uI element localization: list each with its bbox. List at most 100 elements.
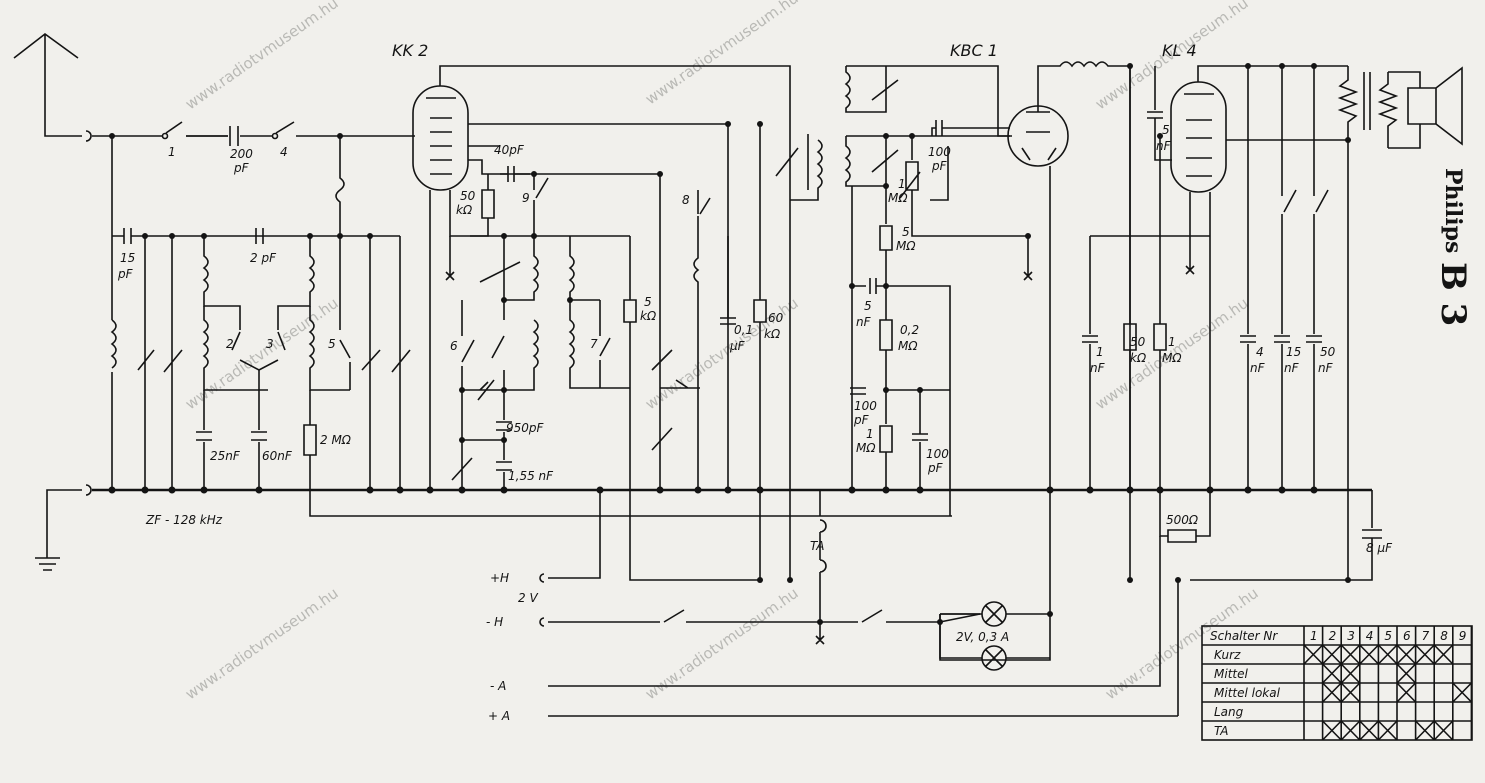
label-15nf: 15 (1286, 345, 1301, 359)
label-100pf-c-unit: pF (927, 461, 944, 475)
label-155nf: 1,55 nF (508, 469, 554, 483)
label-2pf: 2 pF (250, 251, 277, 265)
label-zf: ZF - 128 kHz (145, 513, 223, 527)
earth-symbol (35, 484, 92, 571)
label-5nf-b-unit: nF (1156, 139, 1172, 153)
table-column-header: 1 (1310, 629, 1318, 643)
table-column-header: 4 (1366, 629, 1374, 643)
label-2v: 2 V (518, 591, 538, 605)
table-column-header: 7 (1422, 629, 1430, 643)
label-200pf-unit: pF (233, 161, 250, 175)
pilot-lamps (939, 601, 1050, 671)
watermark: www.radiotvmuseum.hu (182, 0, 342, 113)
label-60k: 60 (768, 311, 784, 325)
table-row-label: TA (1214, 724, 1228, 738)
label-950pf: 950pF (506, 421, 545, 435)
table-cross-mark (1322, 644, 1342, 665)
label-50k-b-unit: kΩ (1130, 351, 1147, 365)
label-25nf: 25nF (210, 449, 241, 463)
kbc1-input-coils (844, 65, 1033, 516)
brand-title: Philips (1440, 168, 1466, 253)
label-100pf-b: 100 (854, 399, 877, 413)
switch-number-2: 2 (226, 337, 234, 351)
label-5nf-a-unit: nF (856, 315, 872, 329)
table-cross-mark (1433, 644, 1454, 665)
switch-number-3: 3 (266, 337, 274, 351)
label-50k-b: 50 (1130, 335, 1146, 349)
label-1mohm-b: 1 (866, 427, 874, 441)
label-ta: TA (810, 539, 824, 553)
label-100pf-c: 100 (926, 447, 949, 461)
table-cross-mark (1396, 663, 1417, 684)
table-cross-mark (1322, 720, 1342, 741)
mid-network (451, 124, 767, 583)
label-100pf-a-unit: pF (931, 159, 948, 173)
table-column-header: 6 (1403, 629, 1411, 643)
label-15pf: 15 (120, 251, 135, 265)
switch-number-6: 6 (450, 339, 458, 353)
tube-label-kbc1: KBC 1 (950, 41, 998, 60)
label-5nf-a: 5 (864, 299, 872, 313)
table-column-header: 5 (1384, 629, 1392, 643)
label-5k: 5 (644, 295, 652, 309)
label-4nf: 4 (1256, 345, 1264, 359)
table-cross-mark (1396, 682, 1417, 703)
capacitor-200pf (186, 126, 239, 146)
switch-1 (161, 121, 183, 140)
table-cross-mark (1377, 644, 1398, 665)
watermark: www.radiotvmuseum.hu (182, 584, 342, 703)
switch-number-9: 9 (522, 191, 530, 205)
terminal-minus-h: - H (486, 615, 503, 629)
table-cross-mark (1359, 720, 1379, 741)
label-8uf: 8 μF (1366, 541, 1393, 555)
label-1nf: 1 (1096, 345, 1104, 359)
table-cross-mark (1415, 644, 1435, 665)
table-column-header: 2 (1329, 629, 1337, 643)
antenna-symbol (13, 32, 92, 142)
table-cross-mark (1322, 663, 1342, 684)
component-labels: 200 pF 15 pF 2 pF 40pF 50 kΩ 25nF 60nF 2… (117, 123, 1393, 644)
table-cross-mark (1340, 682, 1361, 703)
model-title: B 3 (1433, 262, 1473, 326)
tube-label-kl4: KL 4 (1162, 41, 1197, 60)
label-02mohm-unit: MΩ (898, 339, 918, 353)
table-cross-mark (1303, 644, 1324, 665)
table-cross-mark (1396, 644, 1417, 665)
label-50nf-unit: nF (1318, 361, 1334, 375)
label-15nf-unit: nF (1284, 361, 1300, 375)
label-1mohm-a-unit: MΩ (888, 191, 908, 205)
label-200pf: 200 (230, 147, 253, 161)
switch-number-8: 8 (682, 193, 690, 207)
table-cross-mark (1452, 682, 1472, 703)
label-5mohm: 5 (902, 225, 910, 239)
label-5mohm-unit: MΩ (896, 239, 916, 253)
switch-number-1: 1 (168, 145, 176, 159)
label-100pf-b-unit: pF (853, 413, 870, 427)
table-row-label: Lang (1214, 705, 1244, 719)
table-cross-mark (1340, 663, 1361, 684)
table-cross-mark (1340, 720, 1361, 741)
table-row-label: Kurz (1214, 648, 1241, 662)
switch-4 (271, 121, 295, 140)
tube-kk2 (412, 65, 791, 490)
switch-number-4: 4 (280, 145, 288, 159)
label-500ohm: 500Ω (1166, 513, 1199, 527)
watermark: www.radiotvmuseum.hu (642, 0, 802, 108)
label-60nf: 60nF (262, 449, 293, 463)
supply-lines (539, 490, 1178, 717)
table-cross-mark (1340, 644, 1361, 665)
label-1mohm-a: 1 (898, 177, 906, 191)
if-transformer-1 (775, 134, 823, 580)
terminal-plus-a: + A (488, 709, 510, 723)
label-1nf-unit: nF (1090, 361, 1106, 375)
table-cross-mark (1359, 644, 1379, 665)
table-row-label: Mittel lokal (1214, 686, 1281, 700)
label-02mohm: 0,2 (900, 323, 919, 337)
switch-table-header: Schalter Nr (1210, 629, 1278, 643)
label-1mohm-b-unit: MΩ (856, 441, 876, 455)
table-row-label: Mittel (1214, 667, 1248, 681)
label-lamp: 2V, 0,3 A (956, 630, 1009, 644)
input-network (110, 136, 952, 517)
label-1mohm-c: 1 (1168, 335, 1176, 349)
